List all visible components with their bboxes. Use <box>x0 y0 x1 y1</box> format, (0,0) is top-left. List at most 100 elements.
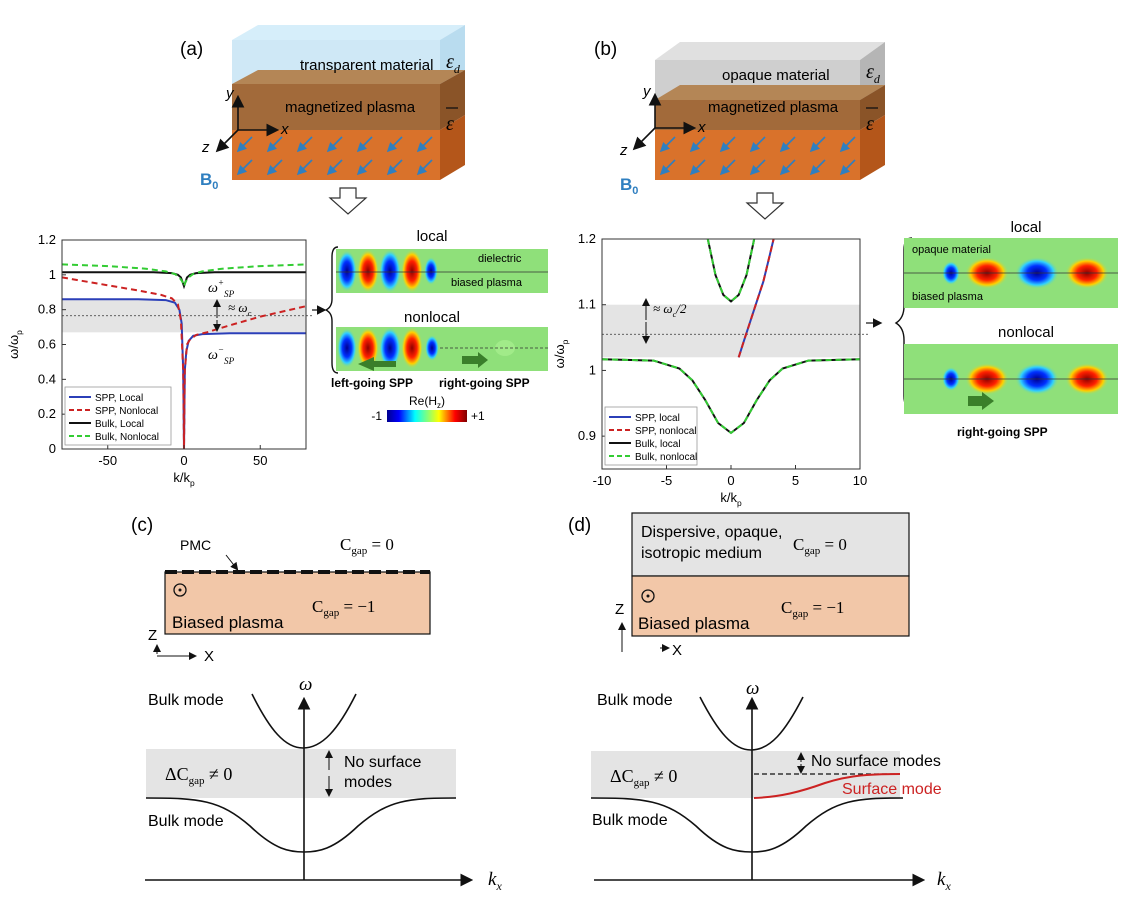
eps-d-label-b: εd <box>866 61 881 86</box>
kx-label-c: kx <box>488 869 502 893</box>
y-tick-label-1: 0.2 <box>38 406 56 421</box>
magnetized-plasma-label-a: magnetized plasma <box>285 99 416 116</box>
legend-label-3: Bulk, Nonlocal <box>95 432 159 443</box>
x-axis-label: k/kp <box>173 470 195 488</box>
b0-label-b: B0 <box>620 175 638 197</box>
axes-triad-a <box>215 94 280 153</box>
bulk-upper-curve-c <box>251 693 357 749</box>
cgap-top-d: Cgap = 0 <box>793 535 847 557</box>
omega-sp-plus-label: ω+SP <box>208 278 235 299</box>
series-line-4 <box>706 238 756 303</box>
x-axis-label: k/kp <box>720 490 742 508</box>
panel-d: (d) Dispersive, opaque, isotropic medium… <box>568 512 951 893</box>
nonlocal-title-a: nonlocal <box>404 309 460 326</box>
colorbar-min: -1 <box>371 409 382 423</box>
axis-x-c: X <box>204 648 214 665</box>
plasma-front-face <box>232 130 440 180</box>
y-tick-label-5: 1 <box>49 267 56 282</box>
local-lobes-a <box>337 249 438 293</box>
opaque-label-b: opaque material <box>912 244 991 256</box>
surface-mode-label: Surface mode <box>842 781 942 798</box>
legend-label-2: Bulk, local <box>635 439 681 450</box>
cgap-bottom-c: Cgap = −1 <box>312 597 375 619</box>
legend-label-0: SPP, Local <box>95 393 143 404</box>
opaque-layer-top <box>655 42 885 60</box>
cgap-top-c: Cgap = 0 <box>340 535 394 557</box>
omega-label-d: ω <box>746 678 759 699</box>
right-going-arrow-b <box>968 392 994 410</box>
axis-x-a: x <box>280 121 289 138</box>
kx-label-d: kx <box>937 869 951 893</box>
transparent-material-label: transparent material <box>300 57 433 74</box>
x-tick-label-0: -50 <box>98 453 117 468</box>
magnetized-plasma-label-b: magnetized plasma <box>708 99 839 116</box>
gap-band-d <box>591 751 900 798</box>
x-tick-label-4: 10 <box>853 473 867 488</box>
plasma-upper-side <box>440 70 465 130</box>
bulk-top-label-d: Bulk mode <box>597 692 673 709</box>
axis-z-d: Z <box>615 601 624 618</box>
panel-a-label: (a) <box>180 39 203 60</box>
b0-field-arrows-a <box>236 136 433 176</box>
biased-plasma-label-a-local: biased plasma <box>451 277 523 289</box>
plasma-side-face <box>440 115 465 180</box>
panel-a-schematic: (a) transparent material magnetized plas… <box>180 25 465 215</box>
delta-c-label-c: ΔCgap ≠ 0 <box>165 764 232 787</box>
right-going-label-a: right-going SPP <box>439 376 530 390</box>
brace-a <box>324 246 339 374</box>
legend-label-1: SPP, Nonlocal <box>95 406 158 417</box>
transparent-layer-top <box>232 25 465 40</box>
panel-b-schematic: (b) opaque material magnetized plasma εd… <box>594 39 885 220</box>
eps-bar-label-b: ε <box>866 113 874 135</box>
biased-plasma-box-d <box>631 575 910 637</box>
y-tick-label-6: 1.2 <box>38 232 56 247</box>
plasma-label-c: Biased plasma <box>172 613 284 632</box>
colorbar-max: +1 <box>471 409 485 423</box>
panel-c-label: (c) <box>131 515 153 536</box>
y-tick-label-1: 1 <box>589 362 596 377</box>
legend-label-2: Bulk, Local <box>95 419 144 430</box>
transparent-layer-side <box>440 25 465 84</box>
legend-label-1: SPP, nonlocal <box>635 426 697 437</box>
medium-line1-d: Dispersive, opaque, <box>641 524 782 541</box>
y-tick-label-2: 1.1 <box>578 297 596 312</box>
bulk-bottom-label-d: Bulk mode <box>592 812 668 829</box>
legend-label-3: Bulk, nonlocal <box>635 452 697 463</box>
y-tick-label-3: 1.2 <box>578 231 596 246</box>
plasma-front-face-b <box>655 130 860 180</box>
y-tick-label-4: 0.8 <box>38 302 56 317</box>
axis-z-a: z <box>201 139 210 156</box>
down-arrow-a <box>328 187 368 215</box>
eps-d-label-a: εd <box>446 51 461 76</box>
x-tick-label-3: 5 <box>792 473 799 488</box>
out-of-plane-symbol-d <box>641 589 655 603</box>
plasma-top-face-b <box>655 85 885 100</box>
field-maps-a: local dielectric biased plasma nonlocal … <box>312 228 548 423</box>
x-tick-label-2: 50 <box>253 453 267 468</box>
omega-label-c: ω <box>299 674 312 695</box>
cgap-bottom-d: Cgap = −1 <box>781 598 844 620</box>
y-tick-label-0: 0 <box>49 441 56 456</box>
no-surface-line1-c: No surface <box>344 754 421 771</box>
local-title-b: local <box>1011 219 1042 236</box>
pmc-label: PMC <box>180 537 211 553</box>
left-going-label: left-going SPP <box>331 376 413 390</box>
medium-line2-d: isotropic medium <box>641 545 762 562</box>
down-arrow-b <box>745 192 785 220</box>
plasma-upper-face-b <box>655 100 860 130</box>
axes-triad-b <box>632 92 697 151</box>
delta-c-label-d: ΔCgap ≠ 0 <box>610 766 677 789</box>
nonlocal-title-b: nonlocal <box>998 324 1054 341</box>
y-axis-label: ω/ωp <box>552 339 570 368</box>
right-going-label-b: right-going SPP <box>957 425 1048 439</box>
y-tick-label-0: 0.9 <box>578 428 596 443</box>
omega-c-label-a: ≈ ωc <box>228 300 252 318</box>
y-axis-label: ω/ωp <box>6 330 24 359</box>
bulk-lower-curve-c <box>145 797 457 853</box>
bulk-lower-curve-d <box>590 797 904 853</box>
